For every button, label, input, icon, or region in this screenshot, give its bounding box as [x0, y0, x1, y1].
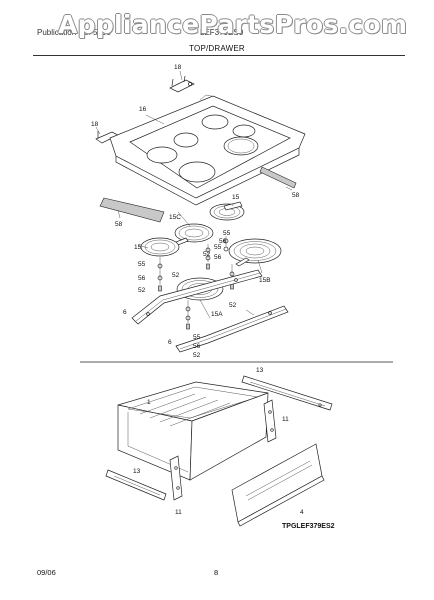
- callout-58-left: 58: [115, 221, 123, 228]
- page-title: TOP/DRAWER: [189, 44, 245, 53]
- callout-56-c: 56: [219, 238, 227, 245]
- callout-56-a: 56: [214, 254, 222, 261]
- seal-58-left: [99, 197, 165, 223]
- callout-56-d: 56: [193, 343, 201, 350]
- callout-58-right: 58: [292, 192, 300, 199]
- callout-13-right: 13: [256, 367, 264, 374]
- page-number: 8: [214, 568, 219, 577]
- callout-4: 4: [300, 509, 304, 516]
- callout-55-c: 55: [223, 230, 231, 237]
- callout-55-d: 55: [193, 334, 201, 341]
- support-rail-6-upper: [131, 269, 263, 325]
- drawer-slide-11-left: [169, 455, 183, 501]
- surface-element-15c: [174, 223, 214, 246]
- callout-11-right: 11: [282, 416, 289, 423]
- callout-1: 1: [147, 399, 151, 406]
- callout-16: 16: [139, 106, 147, 113]
- drawer-slide-11-right: [263, 399, 277, 443]
- leader-lines: [95, 70, 293, 319]
- watermark-logo: AppliancePartsPros.com: [58, 10, 408, 39]
- diagram-code: TPGLEF379ES2: [282, 523, 335, 530]
- support-rail-6-lower: [175, 305, 289, 353]
- publication-number: Publication No. 5995: [37, 28, 111, 37]
- callout-52-c: 52: [172, 272, 180, 279]
- callout-56-b: 56: [138, 275, 146, 282]
- callout-52-a: 52: [203, 251, 211, 258]
- callout-18-top: 18: [174, 64, 182, 71]
- callout-11-left: 11: [175, 509, 182, 516]
- callout-15c: 15C: [169, 214, 181, 221]
- footer-date: 09/06: [37, 568, 56, 577]
- seal-58-right: [259, 166, 297, 189]
- surface-element-15-left: [140, 237, 180, 257]
- callout-15a: 15A: [211, 311, 223, 318]
- top-bracket-18: [169, 75, 195, 93]
- drawer-body-1: [117, 381, 269, 481]
- callout-52-b: 52: [138, 287, 146, 294]
- model-number: LEF379ES0: [200, 28, 244, 37]
- callout-52-d2: 52: [193, 352, 201, 359]
- drawer-rail-13-left: [105, 469, 167, 501]
- fastener-stacks: [157, 236, 235, 330]
- callout-15-left: 15: [134, 244, 142, 251]
- surface-element-15: [209, 201, 245, 221]
- callout-55-b: 55: [138, 261, 146, 268]
- callout-18-side: 18: [91, 121, 99, 128]
- callout-15b: 15B: [259, 277, 271, 284]
- drawer-front-4: [231, 443, 325, 527]
- callout-labels: 18 16 18 15 58 15C 58 55 56 52 15 55 56 …: [91, 64, 304, 516]
- callout-6-upper: 6: [123, 309, 127, 316]
- callout-52-d: 52: [229, 302, 237, 309]
- callout-13-left: 13: [133, 468, 141, 475]
- callout-15-top: 15: [232, 194, 240, 201]
- drawer-rail-13-right: [241, 375, 333, 411]
- title-rule: [33, 55, 405, 56]
- callout-6-lower: 6: [168, 339, 172, 346]
- surface-element-15b: [228, 238, 282, 267]
- callout-55-a: 55: [214, 244, 222, 251]
